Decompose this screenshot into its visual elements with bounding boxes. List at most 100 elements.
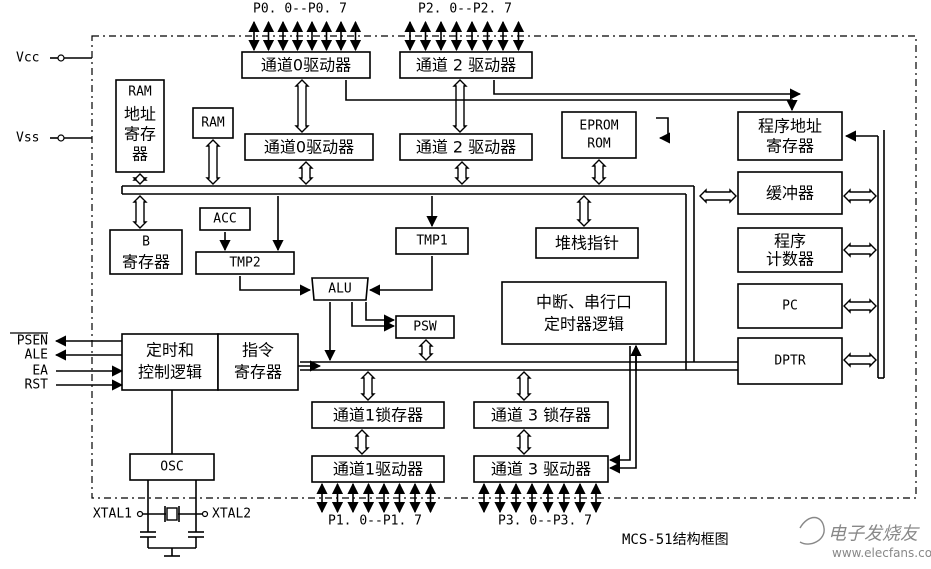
ch0-top-mid-bus — [294, 79, 310, 133]
port-p2-label: P2. 0--P2. 7 — [418, 2, 512, 17]
crystal-circuit: XTAL1 XTAL2 — [93, 390, 251, 557]
interrupt-ch3-arrow-2 — [608, 346, 631, 466]
buffer-bus-link — [699, 188, 737, 204]
channel0-driver-mid — [244, 133, 374, 161]
timing-line1: 定时和 — [146, 341, 194, 360]
timing-control-logic — [121, 333, 219, 391]
buffer-label: 缓冲器 — [766, 184, 814, 203]
channel2-driver-top — [399, 51, 533, 79]
dptr-register — [737, 337, 843, 385]
ch3-latch-bus-link — [516, 371, 532, 401]
watermark-brand: 电子发烧友 — [828, 524, 920, 545]
ram-address-register — [115, 79, 165, 173]
vss-pin: Vss — [16, 131, 92, 146]
alu-label: ALU — [328, 282, 351, 297]
watermark-logo-icon — [799, 516, 825, 545]
channel3-latch-label: 通道 3 锁存器 — [491, 406, 591, 425]
pc-right-link — [843, 298, 877, 314]
stack-pointer — [535, 227, 639, 259]
alu-psw-arrow-2 — [365, 302, 396, 326]
ch2-top-mid-bus — [452, 79, 468, 133]
psw-label: PSW — [413, 320, 437, 335]
tmp2-alu-arrow — [239, 276, 312, 296]
timing-line2: 控制逻辑 — [138, 363, 202, 382]
prog-addr-line2: 寄存器 — [766, 137, 814, 156]
ram-addr-line2: 地址 — [124, 105, 156, 124]
prog-counter-line2: 计数器 — [766, 250, 814, 269]
vcc-pin: Vcc — [16, 51, 92, 66]
ch3-latch-driver-link — [516, 429, 532, 455]
b-reg-line1: B — [142, 235, 150, 250]
vcc-label: Vcc — [16, 51, 39, 66]
control-pins: PSEN ALE EA RST — [10, 332, 124, 393]
ch0-bus-link — [298, 161, 314, 185]
ram-addr-bus-link — [132, 173, 148, 185]
eprom-to-prog-addr-arrow — [656, 117, 671, 144]
ram-block — [192, 107, 234, 139]
diagram-caption: MCS-51结构框图 — [622, 532, 729, 548]
b-reg-line2: 寄存器 — [122, 253, 170, 272]
prog-counter-line1: 程序 — [774, 232, 806, 251]
connection-arrows — [132, 79, 878, 474]
b-register — [109, 229, 183, 275]
channel2-driver-top-label: 通道 2 驱动器 — [416, 56, 516, 75]
psw-bus-link — [418, 339, 434, 361]
stack-pointer-label: 堆栈指针 — [555, 234, 619, 253]
port-p1-label: P1. 0--P1. 7 — [328, 514, 422, 529]
channel0-driver-top — [241, 51, 371, 79]
pc-register — [737, 283, 843, 329]
instruction-register — [217, 333, 299, 391]
ram-addr-line1: RAM — [128, 85, 152, 100]
acc-register — [199, 207, 251, 231]
tmp1-register — [395, 227, 469, 255]
internal-bus-lines — [121, 130, 885, 379]
ram-bus-link — [205, 139, 221, 185]
alu — [311, 277, 369, 301]
rom-label: ROM — [587, 137, 611, 152]
tmp1-label: TMP1 — [416, 234, 447, 249]
interrupt-serial-timer-logic — [501, 281, 667, 345]
channel2-driver-mid — [399, 133, 533, 161]
prog-counter-right-link — [843, 242, 877, 258]
channel3-latch — [473, 401, 609, 429]
port-p1-pins — [316, 482, 437, 514]
rst-label: RST — [25, 378, 49, 393]
channel3-driver — [473, 455, 609, 483]
channel2-driver-mid-label: 通道 2 驱动器 — [416, 138, 516, 157]
ch2-bus-link — [454, 161, 470, 185]
tmp2-label: TMP2 — [229, 256, 260, 271]
eprom-rom — [561, 111, 637, 159]
port-p2-pins — [404, 20, 525, 52]
port-p3-label: P3. 0--P3. 7 — [498, 514, 592, 529]
xtal1-label: XTAL1 — [93, 507, 132, 522]
watermark-site: www.elecfans.com — [832, 546, 931, 560]
program-counter — [737, 227, 843, 273]
pc-label: PC — [782, 299, 798, 314]
xtal2-label: XTAL2 — [212, 507, 251, 522]
eprom-label: EPROM — [579, 119, 618, 134]
port-p0-pins — [248, 20, 362, 52]
ram-addr-line3: 寄存 — [124, 125, 156, 144]
channel3-driver-label: 通道 3 驱动器 — [491, 460, 591, 479]
instr-line1: 指令 — [242, 341, 274, 360]
interrupt-line1: 中断、串行口 — [536, 293, 632, 312]
channel1-latch — [311, 401, 445, 429]
channel1-driver-label: 通道1驱动器 — [333, 460, 423, 479]
osc-label: OSC — [160, 460, 183, 475]
ch2-path-arrow — [493, 80, 802, 100]
acc-label: ACC — [213, 212, 236, 227]
watermark: 电子发烧友 www.elecfans.com — [799, 516, 931, 560]
alu-psw-arrow — [351, 302, 396, 332]
ch1-latch-driver-link — [354, 429, 370, 455]
crystal-icon — [166, 507, 178, 521]
buffer-right-link — [843, 188, 877, 204]
ch1-latch-bus-link — [360, 371, 376, 401]
interrupt-line2: 定时器逻辑 — [544, 315, 624, 334]
eprom-bus-link — [591, 159, 607, 185]
prog-addr-line1: 程序地址 — [758, 117, 822, 136]
port-p3-pins — [478, 482, 602, 514]
ch0-to-prog-addr-arrow — [345, 80, 798, 112]
channel0-driver-top-label: 通道0驱动器 — [261, 56, 351, 75]
tmp2-register — [195, 251, 295, 275]
